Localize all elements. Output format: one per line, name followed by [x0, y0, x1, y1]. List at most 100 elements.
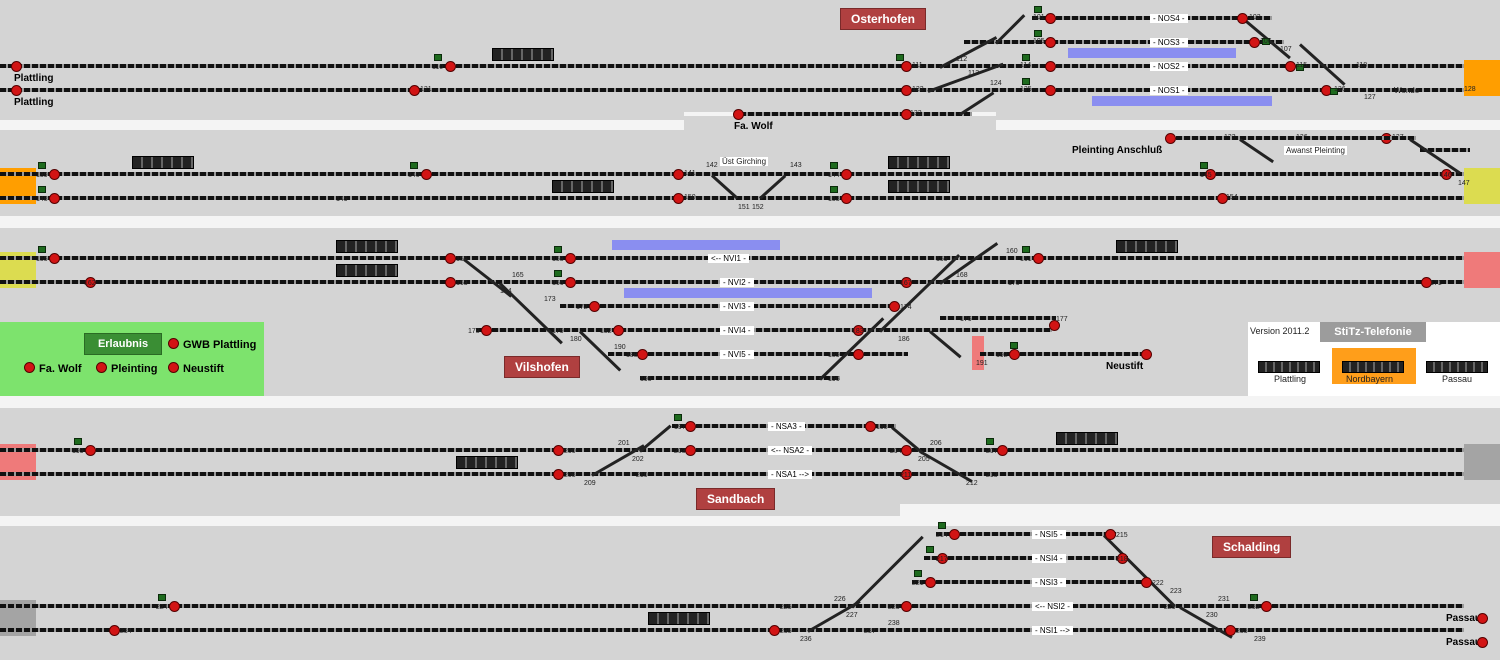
signal[interactable] [553, 469, 564, 480]
edge-block-yellow[interactable] [1464, 168, 1500, 204]
phone-nordbayern-button[interactable] [1342, 361, 1404, 373]
train-number-field[interactable] [888, 180, 950, 193]
track[interactable] [1176, 136, 1416, 140]
signal[interactable] [853, 325, 864, 336]
signal[interactable] [445, 277, 456, 288]
signal[interactable] [565, 277, 576, 288]
signal[interactable] [673, 169, 684, 180]
shunt-signal[interactable] [1022, 54, 1030, 61]
signal[interactable] [841, 193, 852, 204]
track[interactable] [0, 172, 1464, 176]
signal[interactable] [841, 169, 852, 180]
track[interactable] [0, 196, 1464, 200]
signal[interactable] [673, 193, 684, 204]
shunt-signal[interactable] [38, 246, 46, 253]
train-number-field[interactable] [1116, 240, 1178, 253]
switch-track[interactable] [850, 535, 924, 609]
signal[interactable] [1045, 85, 1056, 96]
signal[interactable] [1285, 61, 1296, 72]
shunt-signal[interactable] [674, 414, 682, 421]
signal[interactable] [925, 577, 936, 588]
shunt-signal[interactable] [554, 246, 562, 253]
shunt-signal[interactable] [1296, 64, 1304, 71]
signal[interactable] [901, 85, 912, 96]
signal[interactable] [11, 85, 22, 96]
track[interactable] [1420, 148, 1470, 152]
track[interactable] [640, 376, 840, 380]
signal[interactable] [11, 61, 22, 72]
shunt-signal[interactable] [38, 186, 46, 193]
signal[interactable] [769, 625, 780, 636]
signal[interactable] [85, 445, 96, 456]
signal[interactable] [1009, 349, 1020, 360]
signal[interactable] [421, 169, 432, 180]
shunt-signal[interactable] [1330, 88, 1338, 95]
track[interactable] [0, 88, 1464, 92]
signal[interactable] [613, 325, 624, 336]
signal[interactable] [1249, 37, 1260, 48]
permission-fa-wolf[interactable]: Fa. Wolf [24, 362, 82, 375]
train-number-field[interactable] [552, 180, 614, 193]
switch-track[interactable] [1239, 138, 1275, 164]
permission-gwb-plattling[interactable]: GWB Plattling [168, 338, 256, 351]
signal[interactable] [1117, 553, 1128, 564]
track[interactable] [964, 40, 1284, 44]
signal[interactable] [997, 445, 1008, 456]
track[interactable] [476, 328, 1052, 332]
edge-block-grey[interactable] [1464, 444, 1500, 480]
signal[interactable] [853, 349, 864, 360]
signal[interactable] [901, 277, 912, 288]
signal[interactable] [1165, 133, 1176, 144]
telefonie-button[interactable]: StiTz-Telefonie [1320, 322, 1426, 342]
signal[interactable] [1141, 349, 1152, 360]
shunt-signal[interactable] [1022, 78, 1030, 85]
signal[interactable] [481, 325, 492, 336]
signal[interactable] [937, 553, 948, 564]
track[interactable] [0, 64, 1464, 68]
shunt-signal[interactable] [830, 162, 838, 169]
shunt-signal[interactable] [1200, 162, 1208, 169]
signal[interactable] [49, 193, 60, 204]
shunt-signal[interactable] [1250, 594, 1258, 601]
shunt-signal[interactable] [830, 186, 838, 193]
signal[interactable] [1225, 625, 1236, 636]
train-number-field[interactable] [132, 156, 194, 169]
shunt-signal[interactable] [896, 54, 904, 61]
train-number-field[interactable] [1056, 432, 1118, 445]
signal[interactable] [1205, 169, 1216, 180]
signal[interactable] [1237, 13, 1248, 24]
shunt-signal[interactable] [554, 270, 562, 277]
shunt-signal[interactable] [1034, 6, 1042, 13]
edge-block-orange[interactable] [1464, 60, 1500, 96]
train-number-field[interactable] [336, 240, 398, 253]
track[interactable] [940, 316, 1056, 320]
track[interactable] [980, 352, 1148, 356]
shunt-signal[interactable] [938, 522, 946, 529]
signal[interactable] [1045, 61, 1056, 72]
signal[interactable] [409, 85, 420, 96]
signal[interactable] [49, 253, 60, 264]
track[interactable] [0, 604, 1464, 608]
track[interactable] [924, 556, 1128, 560]
train-number-field[interactable] [648, 612, 710, 625]
signal[interactable] [553, 445, 564, 456]
permission-neustift[interactable]: Neustift [168, 362, 224, 375]
signal[interactable] [1033, 253, 1044, 264]
signal[interactable] [685, 421, 696, 432]
track[interactable] [0, 448, 1464, 452]
switch-track[interactable] [1102, 534, 1176, 608]
signal[interactable] [865, 421, 876, 432]
shunt-signal[interactable] [158, 594, 166, 601]
signal[interactable] [589, 301, 600, 312]
switch-track[interactable] [1409, 138, 1461, 175]
signal[interactable] [445, 61, 456, 72]
signal[interactable] [637, 349, 648, 360]
train-number-field[interactable] [492, 48, 554, 61]
signal[interactable] [1217, 193, 1228, 204]
track[interactable] [0, 472, 1464, 476]
signal[interactable] [1141, 577, 1152, 588]
signal[interactable] [1049, 320, 1060, 331]
signal[interactable] [445, 253, 456, 264]
shunt-signal[interactable] [1262, 38, 1270, 45]
signal[interactable] [685, 445, 696, 456]
